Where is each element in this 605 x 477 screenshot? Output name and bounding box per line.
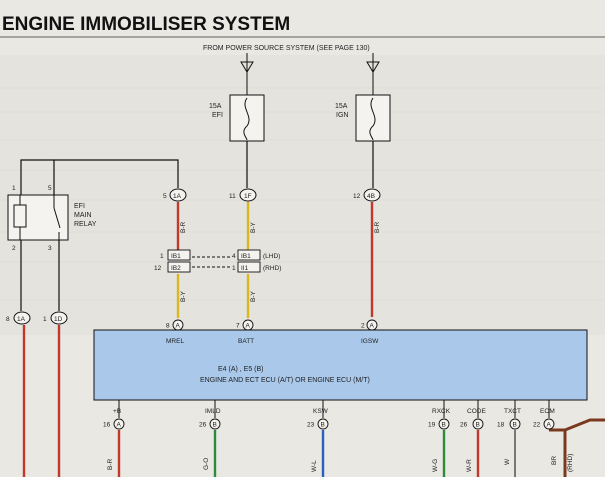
svg-text:1D: 1D — [54, 316, 63, 323]
svg-text:23: 23 — [307, 422, 315, 429]
svg-text:+B: +B — [113, 408, 121, 415]
connector-4B-top: 4B 12 — [353, 188, 381, 202]
relay-label-1: EFI — [74, 203, 85, 210]
svg-text:1A: 1A — [17, 316, 26, 323]
relay-pin-1: 1 — [12, 185, 16, 192]
svg-text:A: A — [246, 323, 251, 330]
svg-text:TXCT: TXCT — [504, 408, 521, 415]
wire-color-labels: B-R B-Y B-Y B-Y B-R B-R G-O W-L W-G W-R … — [107, 222, 574, 473]
ecu-connectors: E4 (A) , E5 (B) — [218, 366, 264, 373]
efi-main-relay: 1 5 2 3 EFI MAIN RELAY — [7, 185, 97, 252]
ecu-name: ENGINE AND ECT ECU (A/T) OR ENGINE ECU (… — [200, 377, 370, 384]
svg-text:B-R: B-R — [374, 222, 381, 234]
svg-text:8: 8 — [6, 316, 10, 323]
svg-text:1: 1 — [160, 253, 164, 260]
svg-text:4B: 4B — [367, 193, 375, 200]
svg-text:1: 1 — [232, 265, 236, 272]
connector-1D-left: 1D 1 — [43, 311, 68, 325]
junction-blocks: IB1 1 IB2 12 IB1 4 (LHD) II1 1 (RHD) — [154, 249, 281, 273]
svg-text:(LHD): (LHD) — [263, 253, 280, 260]
svg-text:IB1: IB1 — [241, 253, 251, 260]
svg-text:4: 4 — [232, 253, 236, 260]
svg-text:BR: BR — [551, 456, 558, 465]
svg-text:12: 12 — [154, 265, 162, 272]
ecu-top-terminals: A 8 MREL A 7 BATT A 2 IGSW — [166, 319, 379, 345]
svg-text:B: B — [476, 422, 480, 429]
svg-text:7: 7 — [236, 323, 240, 330]
fuse-ign-rating: 15A — [335, 103, 348, 110]
svg-text:2: 2 — [361, 323, 365, 330]
svg-text:22: 22 — [533, 422, 541, 429]
svg-text:(RHD): (RHD) — [567, 454, 574, 472]
page-title: ENGINE IMMOBILISER SYSTEM — [2, 14, 290, 35]
svg-text:A: A — [176, 323, 181, 330]
svg-text:RXCK: RXCK — [432, 408, 451, 415]
svg-text:BATT: BATT — [238, 338, 254, 345]
svg-text:A: A — [117, 422, 122, 429]
svg-text:18: 18 — [497, 422, 505, 429]
svg-text:12: 12 — [353, 193, 361, 200]
svg-text:19: 19 — [428, 422, 436, 429]
svg-text:A: A — [547, 422, 552, 429]
svg-text:B: B — [513, 422, 517, 429]
svg-text:IGSW: IGSW — [361, 338, 379, 345]
svg-text:26: 26 — [460, 422, 468, 429]
svg-text:W-R: W-R — [466, 459, 473, 472]
relay-pin-5: 5 — [48, 185, 52, 192]
connector-1A-top: 1A 5 — [163, 188, 187, 202]
wires-upper — [20, 141, 374, 477]
fuse-efi-rating: 15A — [209, 103, 222, 110]
svg-text:B: B — [213, 422, 217, 429]
relay-label-2: MAIN — [74, 212, 92, 219]
svg-text:A: A — [370, 323, 375, 330]
relay-pin-2: 2 — [12, 245, 16, 252]
svg-text:B: B — [321, 422, 325, 429]
svg-text:1A: 1A — [173, 193, 182, 200]
fuse-ign-name: IGN — [336, 112, 348, 119]
svg-text:1: 1 — [43, 316, 47, 323]
svg-text:B-R: B-R — [107, 459, 114, 471]
svg-text:W: W — [504, 458, 511, 465]
fuse-ign: 15A IGN — [335, 94, 391, 142]
svg-text:1F: 1F — [244, 193, 252, 200]
svg-text:B-R: B-R — [180, 222, 187, 234]
svg-text:26: 26 — [199, 422, 207, 429]
ecu-block: E4 (A) , E5 (B) ENGINE AND ECT ECU (A/T)… — [93, 329, 588, 401]
relay-label-3: RELAY — [74, 221, 97, 228]
svg-text:IB1: IB1 — [171, 253, 181, 260]
relay-pin-3: 3 — [48, 245, 52, 252]
svg-text:IMLD: IMLD — [205, 408, 221, 415]
ecu-bottom-terminals: +B A 16 IMLD B 26 KSW B 23 RXCK B 19 COD… — [103, 408, 555, 430]
connector-1A-left: 1A 8 — [6, 311, 31, 325]
svg-text:B-Y: B-Y — [250, 222, 257, 234]
svg-text:B-Y: B-Y — [250, 291, 257, 303]
svg-text:EOM: EOM — [540, 408, 555, 415]
svg-text:G-O: G-O — [203, 458, 210, 470]
svg-text:16: 16 — [103, 422, 111, 429]
fuse-efi-name: EFI — [212, 112, 223, 119]
svg-text:KSW: KSW — [313, 408, 329, 415]
svg-text:MREL: MREL — [166, 338, 184, 345]
svg-text:(RHD): (RHD) — [263, 265, 281, 272]
svg-text:W-L: W-L — [311, 460, 318, 472]
fuse-efi: 15A EFI — [209, 94, 265, 142]
svg-text:IB2: IB2 — [171, 265, 181, 272]
connector-1F-top: 1F 11 — [229, 188, 257, 202]
svg-text:B-Y: B-Y — [180, 291, 187, 303]
svg-text:B: B — [442, 422, 446, 429]
svg-text:W-G: W-G — [432, 459, 439, 472]
svg-text:II1: II1 — [241, 265, 249, 272]
svg-text:8: 8 — [166, 323, 170, 330]
svg-text:11: 11 — [229, 193, 236, 200]
svg-text:5: 5 — [163, 193, 167, 200]
source-caption: FROM POWER SOURCE SYSTEM (SEE PAGE 130) — [203, 45, 370, 52]
power-arrows — [240, 53, 380, 95]
ecu-bottom-wires — [117, 400, 605, 477]
background-ghost — [0, 55, 605, 335]
svg-text:CODE: CODE — [467, 408, 486, 415]
